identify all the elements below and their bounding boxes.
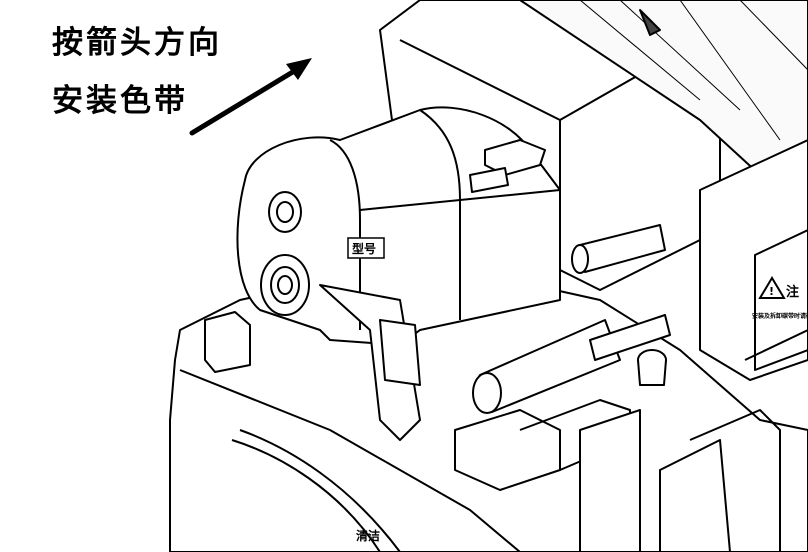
- clean-label: 清洁: [356, 528, 380, 543]
- caution-title: 注: [786, 284, 799, 300]
- svg-text:!: !: [769, 285, 774, 298]
- instruction-line-1: 按箭头方向: [52, 25, 222, 61]
- cartridge-label: 型号: [352, 241, 376, 256]
- arrow-up-right-icon: [189, 58, 312, 136]
- ribbon-cartridge: [236, 106, 561, 346]
- warning-triangle-icon: !: [758, 276, 786, 299]
- caution-body: 安装及拆卸碳带时请确认不使用过程中注意打印。: [752, 312, 808, 320]
- instruction-line-2: 安装色带: [52, 83, 188, 119]
